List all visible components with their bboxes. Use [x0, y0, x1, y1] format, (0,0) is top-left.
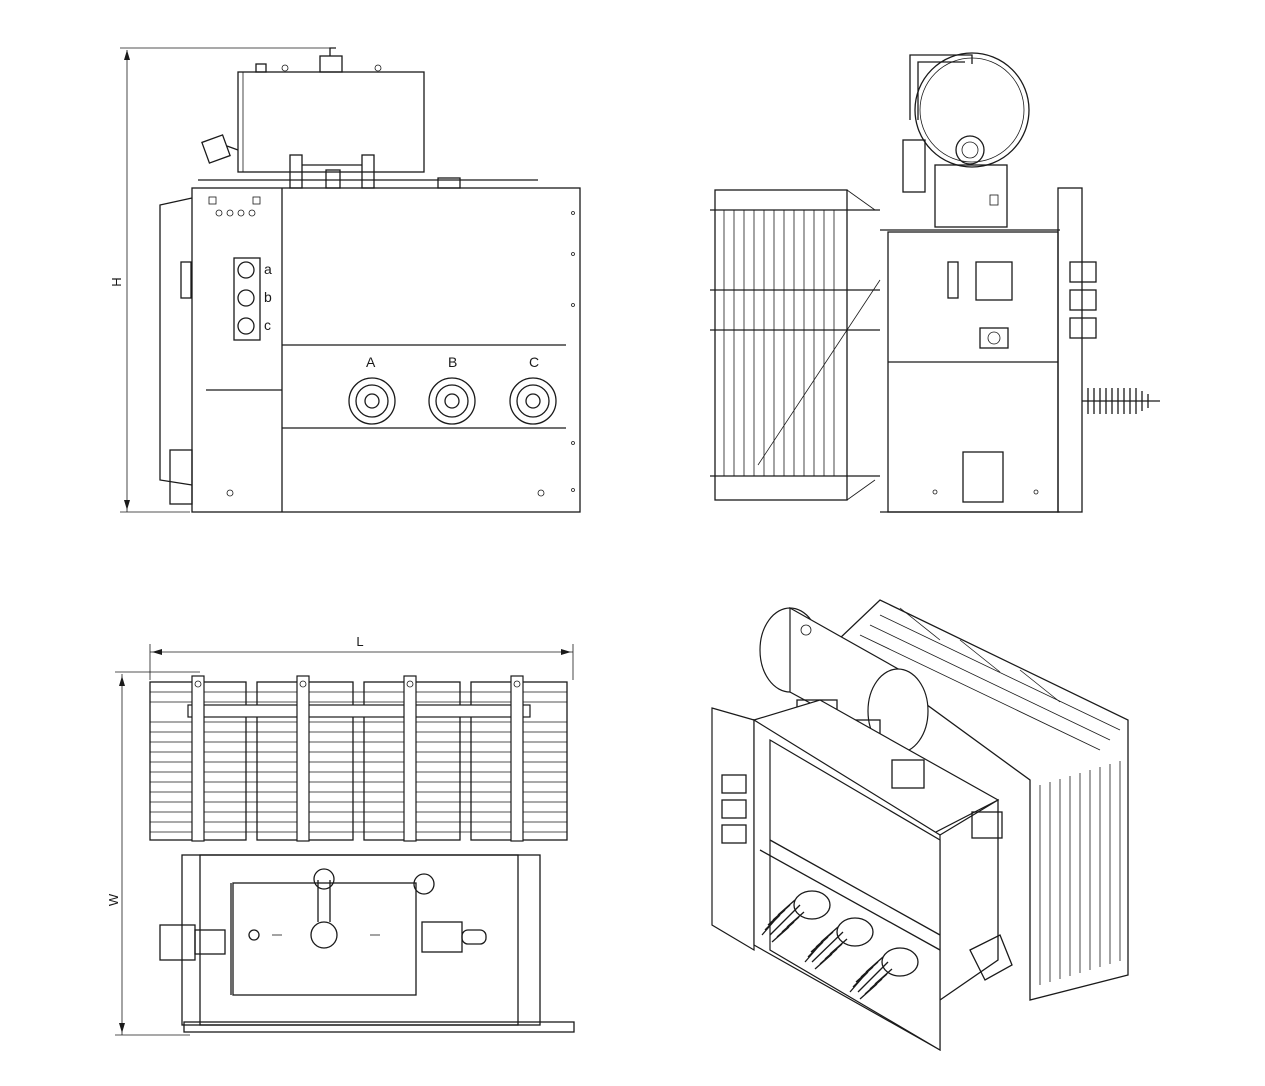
hv-bushing-c: [509, 377, 557, 425]
hv-bushing-iso-c: [849, 947, 919, 1000]
side-view: [710, 52, 1160, 513]
hv-bushing-side: [1082, 388, 1160, 414]
height-dimension-label: H: [109, 277, 124, 286]
lv-terminal-label-b: b: [264, 289, 272, 305]
length-dimension-label: L: [356, 634, 363, 649]
hv-bushing-iso-a: [761, 890, 831, 943]
hv-bushing-b: [428, 377, 476, 425]
lv-terminal-label-c: c: [264, 317, 271, 333]
hv-terminal-label-c: C: [529, 354, 539, 370]
hv-bushing-iso-b: [804, 917, 874, 970]
width-dimension-label: W: [106, 893, 121, 906]
hv-terminal-label-b: B: [448, 354, 457, 370]
top-view: L W: [106, 634, 575, 1036]
radiator-fins-top: [150, 691, 567, 833]
isometric-view: [711, 599, 1129, 1052]
hv-bushing-a: [348, 377, 396, 425]
front-view: H: [109, 47, 581, 513]
radiator-fins-iso: [859, 607, 1121, 985]
hv-terminal-label-a: A: [366, 354, 376, 370]
lv-terminal-label-a: a: [264, 261, 272, 277]
